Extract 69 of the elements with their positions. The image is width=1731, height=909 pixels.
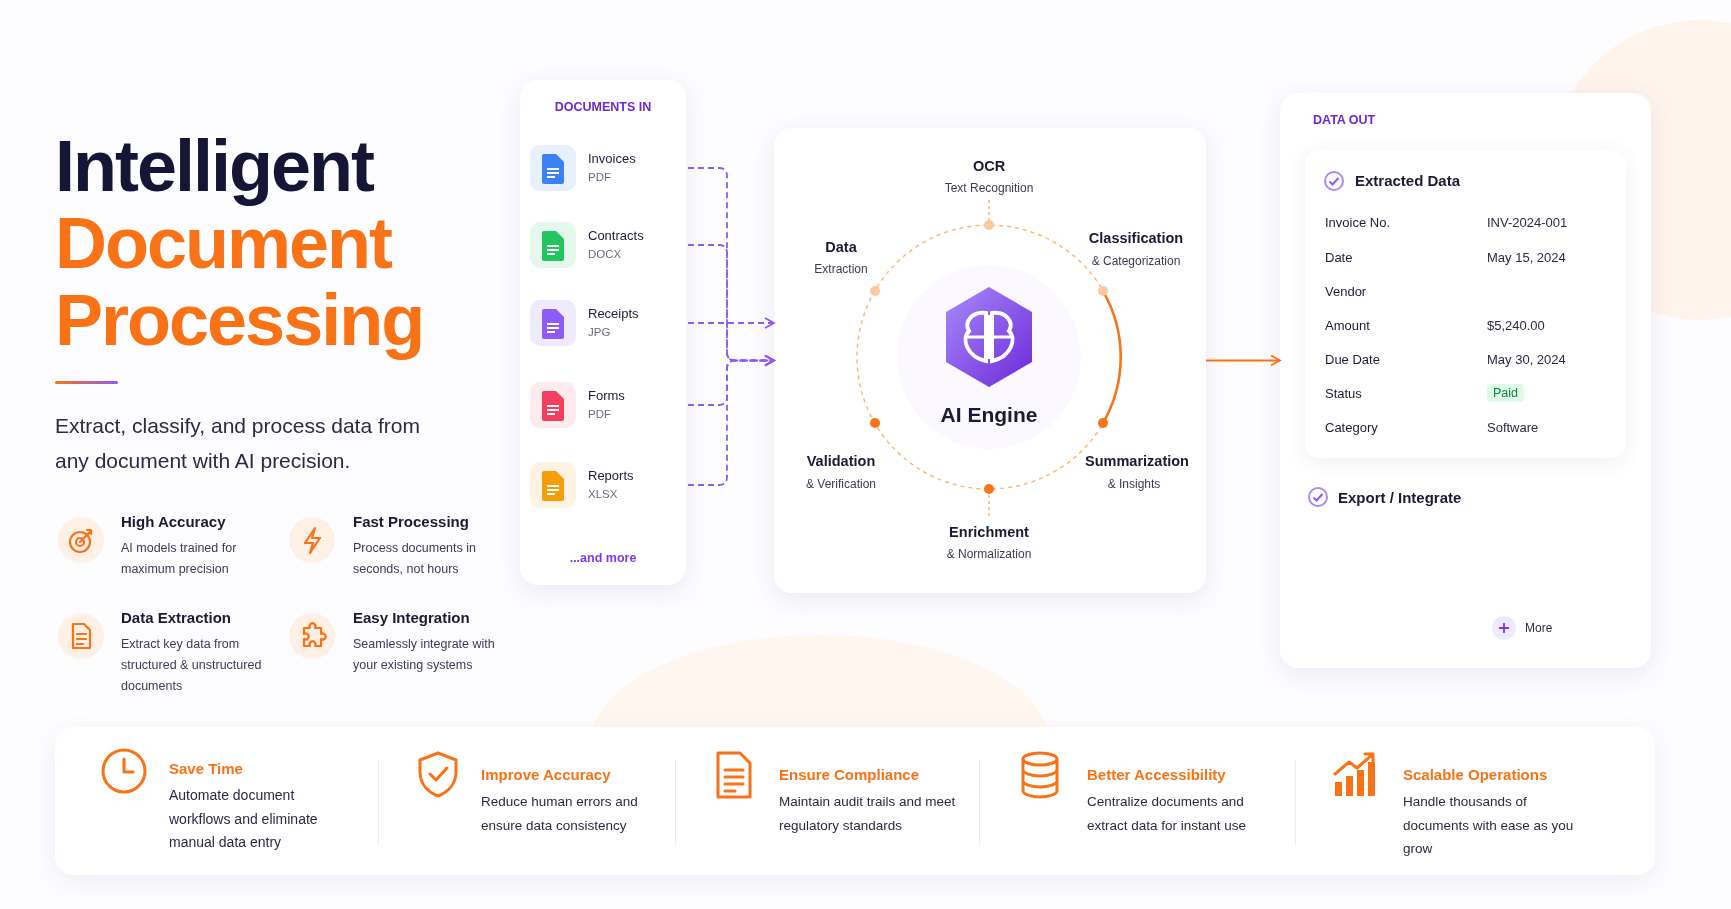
status-badge: Paid xyxy=(1487,384,1525,402)
step-title: OCR xyxy=(972,158,1006,174)
field-name: Category xyxy=(1325,419,1378,435)
document-name: Receipts xyxy=(588,306,639,321)
section-heading: Export / Integrate xyxy=(1338,488,1462,506)
step-subtitle: Text Recognition xyxy=(944,181,1034,195)
feature-title: Fast Processing xyxy=(353,513,469,530)
feature-description: Process documents in seconds, not hours xyxy=(353,540,477,578)
input-panel xyxy=(520,80,686,585)
benefit-description: Handle thousands of documents with ease as you grow xyxy=(1403,793,1575,858)
benefit-title: Better Accessibility xyxy=(1087,766,1226,783)
step-title: Summarization xyxy=(1085,453,1189,469)
dashed-connector xyxy=(687,317,775,329)
benefit-description: Maintain audit trails and meet regulatory standards xyxy=(779,793,957,835)
step-subtitle: Extraction xyxy=(814,262,868,276)
file-type: PDF xyxy=(588,171,611,183)
panel-heading: DOCUMENTS IN xyxy=(553,100,653,114)
step-title: Classification xyxy=(1088,230,1184,246)
file-type: DOCX xyxy=(588,248,622,260)
engine-panel xyxy=(774,128,1206,593)
step-title: Data xyxy=(825,239,857,255)
file-type: PDF xyxy=(588,408,611,420)
file-type: XLSX xyxy=(588,488,618,500)
benefit-description: Reduce human errors and ensure data consistency xyxy=(481,793,639,835)
file-type: JPG xyxy=(588,326,611,338)
field-name: Invoice No. xyxy=(1325,214,1391,230)
more-option: More xyxy=(1525,621,1553,635)
arrow xyxy=(1205,354,1281,367)
dashed-connector xyxy=(687,354,775,486)
data-card xyxy=(1305,150,1626,458)
field-name: Due Date xyxy=(1325,351,1380,367)
field-value: INV-2024-001 xyxy=(1487,214,1568,230)
field-value: Software xyxy=(1487,419,1539,435)
benefit-title: Ensure Compliance xyxy=(779,766,920,783)
feature-description: Extract key data from structured & unstructured documents xyxy=(121,636,263,695)
feature-title: Data Extraction xyxy=(121,609,232,626)
benefit-description: Centralize documents and extract data for instant use xyxy=(1087,793,1248,835)
document-name: Invoices xyxy=(588,151,636,166)
panel-heading: DATA OUT xyxy=(1313,113,1376,127)
step-subtitle: & Categorization xyxy=(1091,254,1181,268)
subtitle-text: Extract, classify, and process data from any document with AI precision. xyxy=(55,413,421,474)
step-subtitle: & Verification xyxy=(806,477,876,491)
field-value: May 30, 2024 xyxy=(1487,351,1566,367)
document-name: Contracts xyxy=(588,228,644,243)
document-name: Reports xyxy=(588,468,634,483)
card-heading: Extracted Data xyxy=(1355,172,1461,189)
field-name: Date xyxy=(1325,249,1353,265)
page-title: Intelligent Document Processing xyxy=(55,128,425,359)
feature-description: Seamlessly integrate with your existing systems xyxy=(353,636,496,674)
document-name: Forms xyxy=(588,388,625,403)
feature-title: Easy Integration xyxy=(353,609,470,626)
step-title: Enrichment xyxy=(949,524,1029,540)
field-name: Status xyxy=(1325,385,1362,401)
benefit-title: Scalable Operations xyxy=(1403,766,1548,783)
field-name: Amount xyxy=(1325,317,1370,333)
benefit-title: Improve Accuracy xyxy=(481,766,611,783)
benefit-title: Save Time xyxy=(169,760,243,777)
step-subtitle: & Insights xyxy=(1107,477,1161,491)
feature-title: High Accuracy xyxy=(121,513,226,530)
feature-description: AI models trained for maximum precision xyxy=(121,540,238,578)
engine-label: AI Engine xyxy=(939,403,1039,427)
more-link: ...and more xyxy=(568,551,638,565)
output-panel xyxy=(1280,93,1651,668)
benefit-description: Automate document workflows and eliminate manual data entry xyxy=(169,786,319,852)
step-subtitle: & Normalization xyxy=(946,547,1032,561)
field-value: $5,240.00 xyxy=(1487,317,1545,333)
step-title: Validation xyxy=(806,453,876,469)
field-value: May 15, 2024 xyxy=(1487,249,1566,265)
field-name: Vendor xyxy=(1325,283,1367,299)
